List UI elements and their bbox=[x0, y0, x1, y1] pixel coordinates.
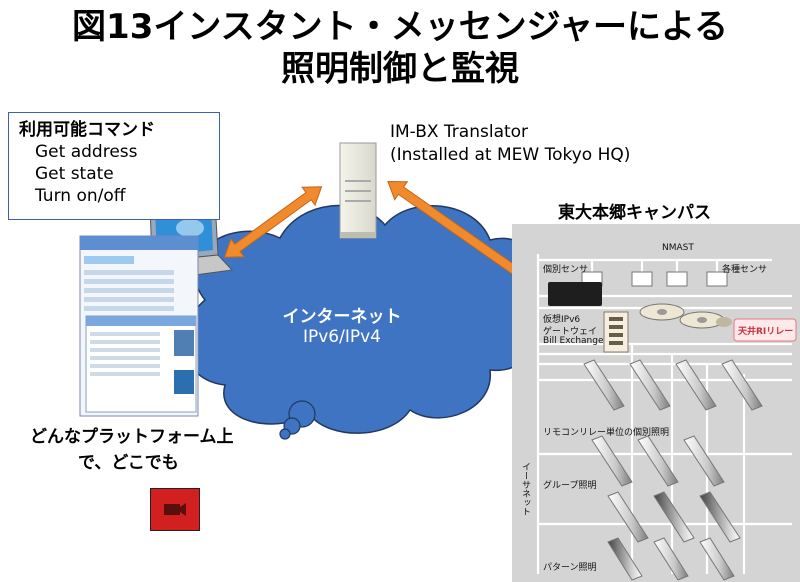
ceiling-relay-label: 天井RIリレー bbox=[738, 327, 794, 337]
commands-heading: 利用可能コマンド bbox=[19, 120, 155, 140]
ceiling-relay-box bbox=[733, 318, 797, 342]
sensor-boxes bbox=[581, 271, 728, 287]
video-camera-icon bbox=[150, 488, 200, 531]
translator-server-icon bbox=[339, 142, 377, 239]
ceiling-sensor-icons bbox=[639, 303, 732, 329]
platform-caption-line-2: で、どこでも bbox=[78, 453, 179, 473]
relay-panel-icon bbox=[603, 311, 629, 353]
translator-name: IM-BX Translator bbox=[390, 122, 529, 142]
gateway-label-line-3: Bill Exchange bbox=[543, 336, 604, 346]
light-fixtures-row-2 bbox=[591, 435, 725, 487]
nmast-label: NMAST bbox=[662, 243, 694, 253]
gateway-label-line-2: ゲートウェイ bbox=[543, 327, 598, 337]
ethernet-label: イーサネット bbox=[520, 462, 530, 516]
gateway-device-icon bbox=[548, 282, 602, 306]
translator-location: (Installed at MEW Tokyo HQ) bbox=[390, 145, 631, 165]
command-get-address: Get address bbox=[35, 142, 138, 162]
campus-network-diagram bbox=[536, 254, 797, 581]
light-fixtures-row-3 bbox=[607, 491, 741, 543]
various-sensors-label: 各種センサ bbox=[722, 265, 768, 275]
messenger-window bbox=[79, 235, 199, 417]
light-fixtures-row-4 bbox=[607, 537, 735, 581]
gateway-label-line-1: 仮想IPv6 bbox=[543, 315, 581, 325]
internet-cloud bbox=[183, 204, 543, 440]
title-line-1: 図13インスタント・メッセンジャーによる bbox=[72, 7, 728, 47]
connection-arrows bbox=[223, 181, 533, 283]
internet-protocol-label: IPv6/IPv4 bbox=[302, 327, 381, 347]
available-commands-box: 利用可能コマンド Get address Get state Turn on/o… bbox=[8, 112, 220, 220]
command-turn-on-off: Turn on/off bbox=[35, 186, 126, 206]
pattern-lighting-label: パターン照明 bbox=[543, 563, 597, 573]
command-get-state: Get state bbox=[35, 164, 114, 184]
platform-caption-line-1: どんなプラットフォーム上 bbox=[30, 427, 234, 447]
campus-title: 東大本郷キャンパス bbox=[558, 203, 711, 223]
camera-glyph bbox=[164, 503, 186, 516]
group-lighting-label: グループ照明 bbox=[543, 481, 597, 491]
remote-relay-lighting-label: リモコンリレー単位の個別照明 bbox=[543, 428, 670, 438]
title-line-2: 照明制御と監視 bbox=[281, 49, 519, 89]
light-fixtures-row-1 bbox=[583, 359, 763, 411]
translator-label: IM-BX Translator (Installed at MEW Tokyo… bbox=[390, 121, 630, 167]
individual-sensor-label: 個別センサ bbox=[543, 265, 589, 275]
platform-caption: どんなプラットフォーム上 で、どこでも bbox=[30, 424, 234, 476]
internet-label: インターネット bbox=[282, 307, 402, 327]
